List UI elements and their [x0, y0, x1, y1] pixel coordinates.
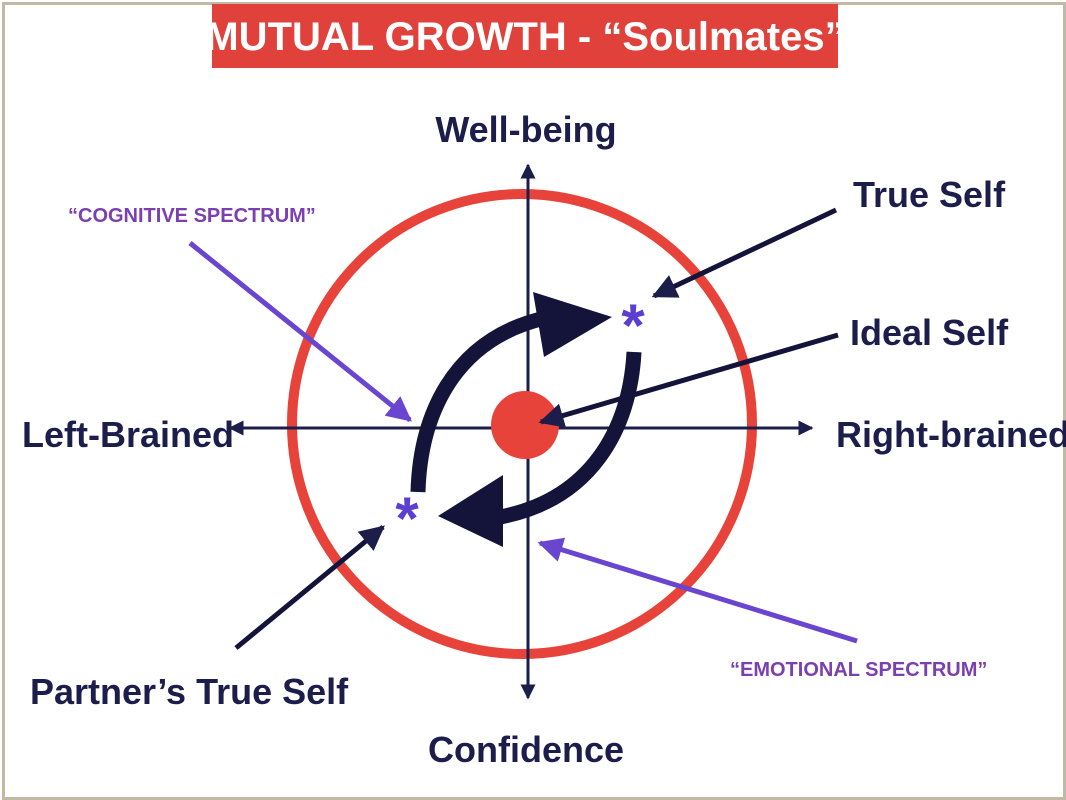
axis-label-right: Right-brained — [836, 414, 1066, 455]
axis-label-bottom: Confidence — [428, 729, 624, 770]
partner-true-self-pointer — [234, 525, 385, 650]
true-self-label: True Self — [853, 174, 1006, 215]
emotional-spectrum-label: “EMOTIONAL SPECTRUM” — [730, 659, 987, 681]
axis-label-top: Well-being — [435, 109, 616, 150]
ideal-self-pointer — [538, 332, 839, 428]
lower-arc-arrowhead — [438, 475, 503, 547]
partner-true-self-star-icon: * — [395, 485, 419, 552]
growth-arc-upper — [410, 292, 612, 493]
true-self-pointer — [651, 207, 838, 299]
true-self-star-icon: * — [621, 292, 645, 359]
title-text: MUTUAL GROWTH - “Soulmates” — [205, 15, 844, 59]
upper-arc-arrowhead — [533, 292, 612, 357]
cognitive-spectrum-pointer — [188, 241, 412, 422]
cognitive-spectrum-label: “COGNITIVE SPECTRUM” — [68, 205, 316, 227]
emotional-spectrum-pointer — [537, 537, 858, 644]
axis-label-left: Left-Brained — [22, 414, 234, 455]
title-background — [212, 4, 838, 68]
growth-arc-lower — [438, 351, 642, 547]
title-banner: MUTUAL GROWTH - “Soulmates” — [205, 4, 845, 68]
ideal-self-dot — [491, 391, 559, 459]
partners-true-self-label: Partner’s True Self — [30, 671, 349, 712]
ideal-self-label: Ideal Self — [850, 312, 1009, 353]
